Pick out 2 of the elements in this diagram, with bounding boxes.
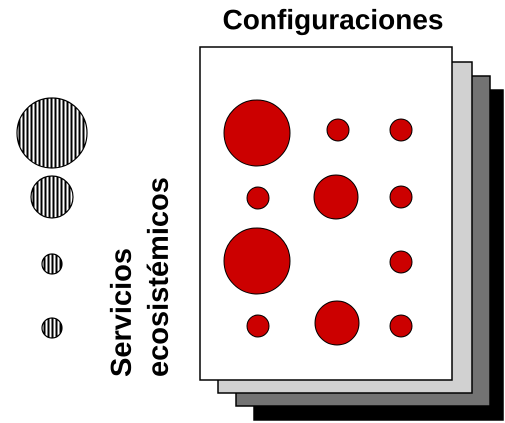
title: Configuraciones bbox=[224, 8, 442, 36]
axis-label: Servicios ecosistémicos bbox=[110, 178, 168, 376]
